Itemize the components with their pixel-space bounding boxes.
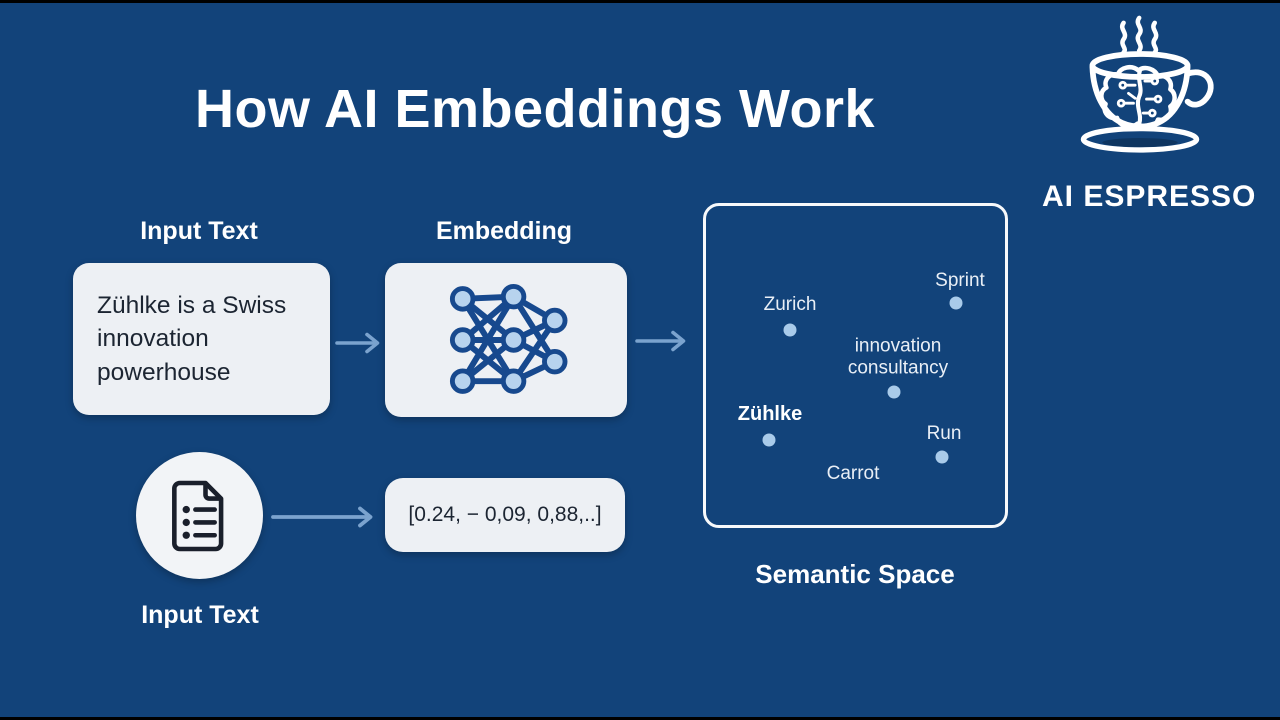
ai-espresso-logo: AI ESPRESSO bbox=[1042, 12, 1257, 214]
embedding-vector-value: [0.24, − 0,09, 0,88,..] bbox=[408, 503, 602, 526]
letterbox-bottom bbox=[0, 717, 1280, 720]
semantic-point-label: Zurich bbox=[763, 293, 817, 315]
neural-network-icon bbox=[449, 283, 568, 394]
coffee-cup-brain-icon bbox=[1080, 15, 1214, 153]
arrow-right-icon bbox=[334, 330, 384, 361]
semantic-point-label: Run bbox=[926, 422, 962, 444]
document-circle bbox=[136, 452, 263, 579]
vector-card: [0.24, − 0,09, 0,88,..] bbox=[385, 478, 625, 552]
input-text-top-label: Input Text bbox=[140, 217, 258, 245]
page-title: How AI Embeddings Work bbox=[195, 79, 876, 139]
semantic-point-label: Sprint bbox=[935, 269, 985, 291]
embedding-point-dot bbox=[783, 323, 797, 337]
logo-brand-text: AI ESPRESSO bbox=[1042, 180, 1257, 213]
semantic-point-label: Zühlke bbox=[737, 403, 803, 426]
letterbox-top bbox=[0, 0, 1280, 3]
arrow-right-icon bbox=[270, 504, 378, 535]
embedding-point-dot bbox=[949, 296, 963, 310]
embedding-point-dot bbox=[762, 433, 776, 447]
arrow-right-icon bbox=[634, 328, 690, 359]
semantic-point-label: Carrot bbox=[826, 462, 880, 484]
embedding-point-dot bbox=[887, 385, 901, 399]
input-text-content: Zühlke is a Swiss innovation powerhouse bbox=[97, 292, 287, 386]
input-text-card: Zühlke is a Swiss innovation powerhouse bbox=[73, 263, 330, 415]
saucer-shadow bbox=[1102, 138, 1178, 148]
semantic-space-label: Semantic Space bbox=[755, 559, 955, 589]
embedding-label: Embedding bbox=[435, 217, 573, 245]
embedding-point-dot bbox=[935, 450, 949, 464]
input-text-bottom-label: Input Text bbox=[141, 601, 259, 629]
semantic-point-label: innovation consultancy bbox=[847, 335, 949, 379]
document-icon bbox=[171, 480, 223, 551]
embedding-card bbox=[385, 263, 627, 417]
